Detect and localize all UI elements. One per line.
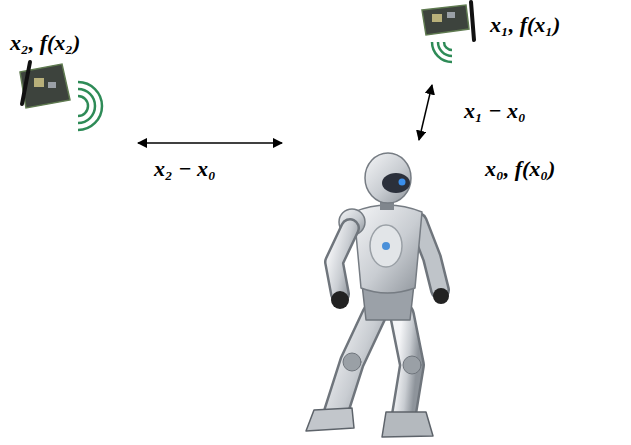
device-node: x₁, f(x₁) <box>405 2 627 85</box>
device-node: x₀, f(x₀) <box>282 140 627 442</box>
coordinate-label: x₀, f(x₀) <box>485 156 555 182</box>
wireless-card-icon <box>422 2 474 62</box>
device-node: x₂, f(x₂) <box>4 28 138 150</box>
difference-label: x₂ − x₀ <box>152 156 218 182</box>
distance-arrow <box>138 142 282 144</box>
difference-label: x₁ − x₀ <box>462 98 528 124</box>
coordinate-label: x₁, f(x₁) <box>490 12 560 38</box>
coordinate-label: x₂, f(x₂) <box>10 30 80 56</box>
distance-arrow <box>419 85 432 140</box>
robot-figure <box>306 153 449 437</box>
wireless-card-icon <box>20 62 102 130</box>
